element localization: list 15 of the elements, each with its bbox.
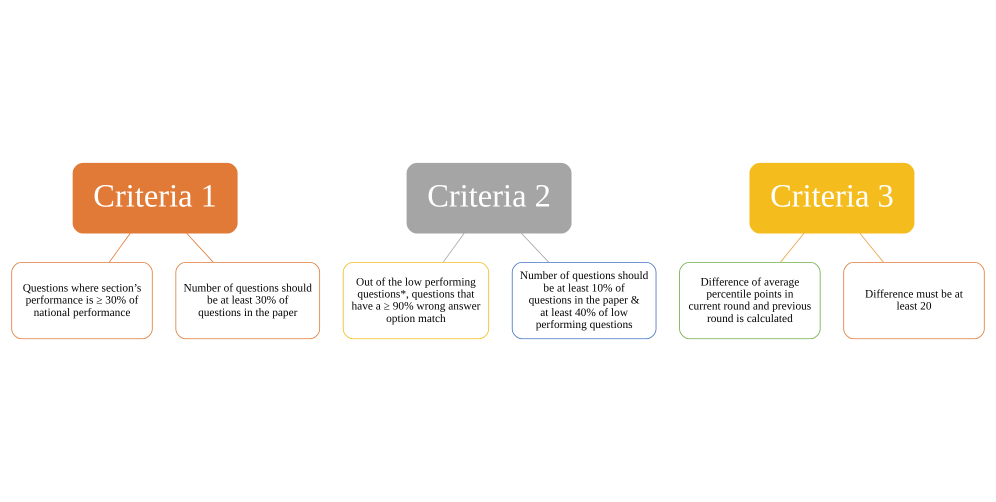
node-box: Criteria 1 <box>72 162 238 234</box>
connector <box>780 232 804 262</box>
connector <box>442 232 465 262</box>
node-box: Questions where section’s performance is ≥ 30% of national performance <box>11 262 153 340</box>
node-box: Out of the low performing questions*, questions that have a ≥ 90% wrong answer option match <box>342 262 490 340</box>
connector <box>108 232 131 262</box>
node-box: Number of questions should be at least 10% of questions in the paper & at least 40% of low performing questions <box>512 262 656 340</box>
connector <box>186 232 214 262</box>
node-box: Difference of average percentile points in current round and previous round is calculated <box>679 262 821 340</box>
node-box: Number of questions should be at least 30% of questions in the paper <box>175 262 320 340</box>
node-box: Criteria 2 <box>406 162 572 234</box>
node-box: Criteria 3 <box>749 162 914 234</box>
connector <box>860 232 884 262</box>
connector <box>521 232 549 262</box>
node-box: Difference must be at least 20 <box>843 262 985 340</box>
